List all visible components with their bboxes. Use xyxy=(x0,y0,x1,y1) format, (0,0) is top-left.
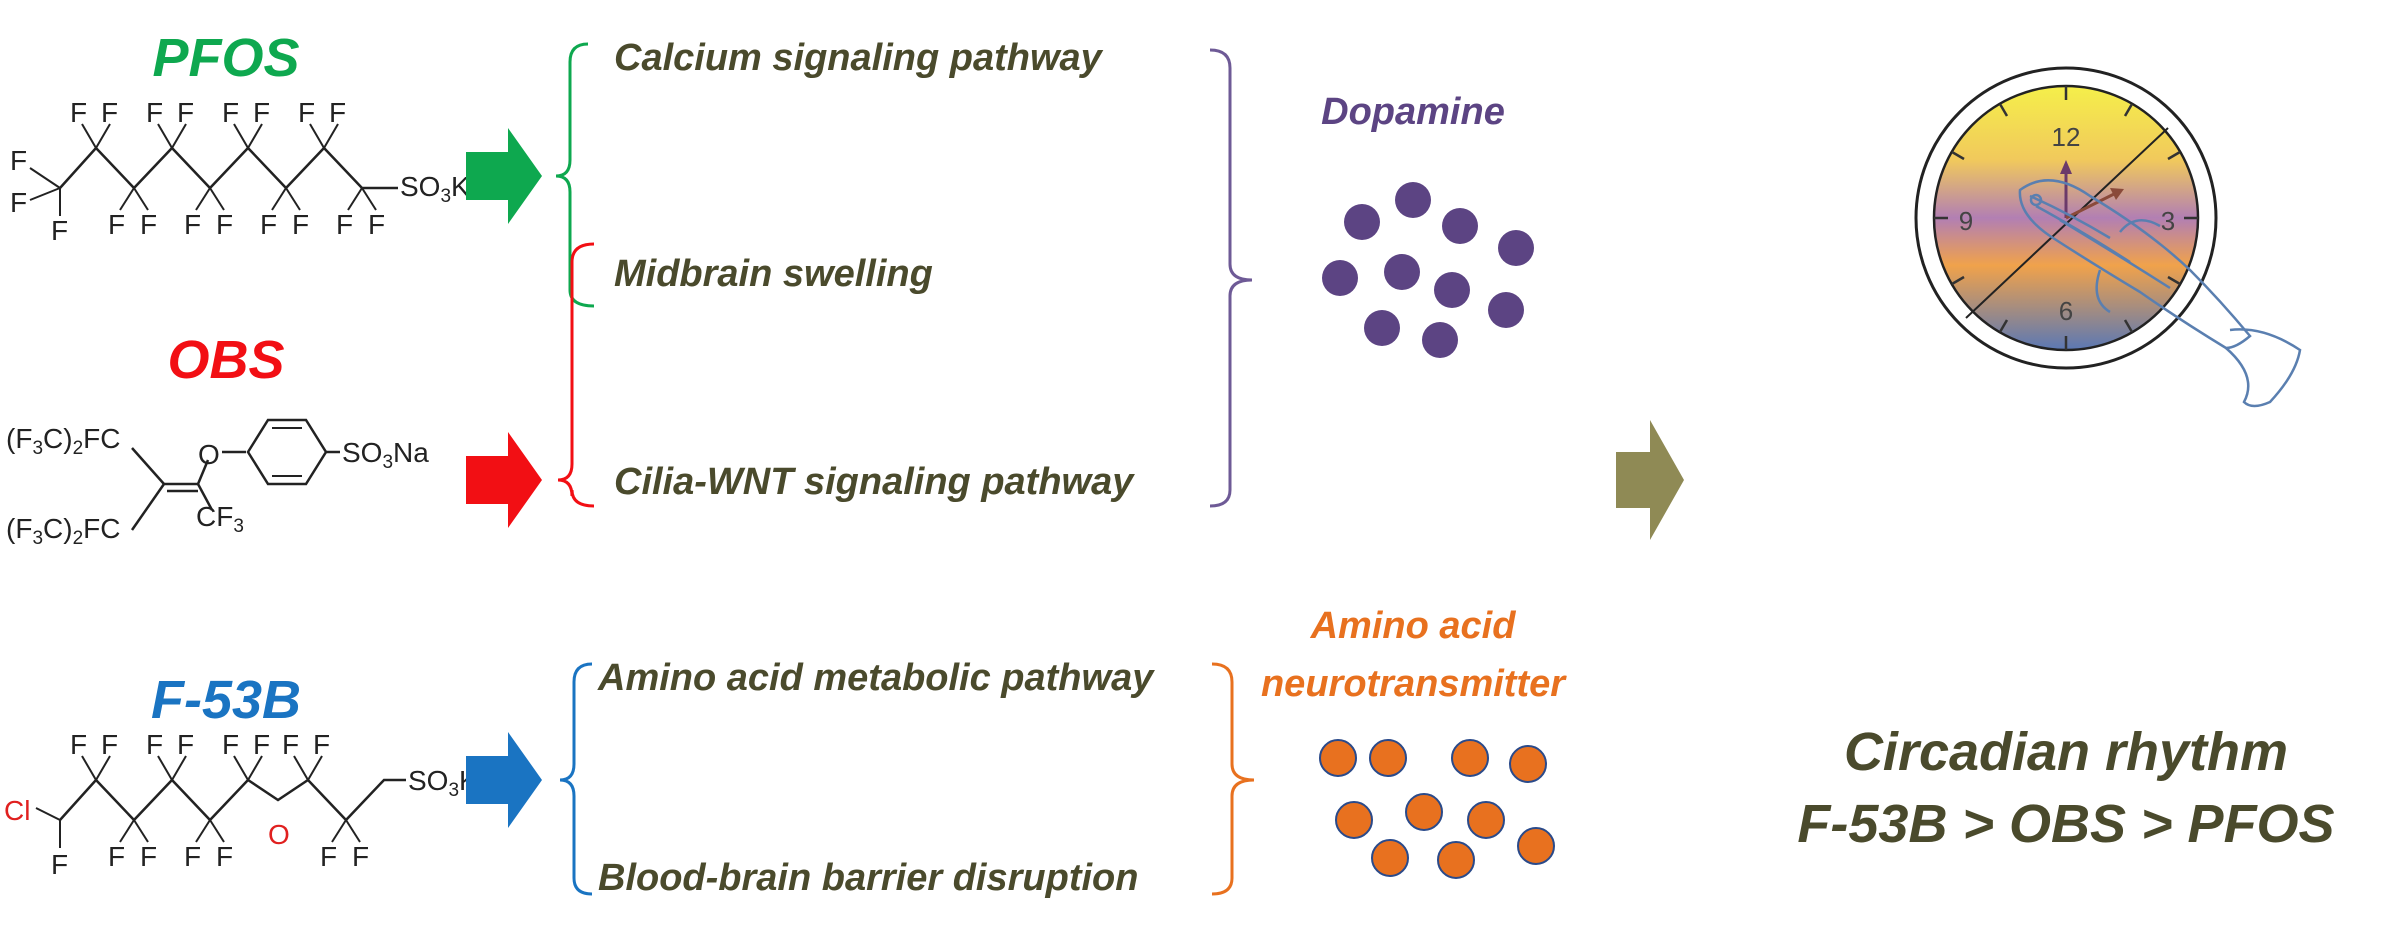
dopamine-dot xyxy=(1498,230,1534,266)
amino-bracket xyxy=(1211,662,1255,896)
dopamine-dot xyxy=(1384,254,1420,290)
dopamine-dot xyxy=(1422,322,1458,358)
clock-number-12: 12 xyxy=(2052,122,2081,152)
f53b-structure: Cl F F F F F F F F F F F O F F F F SO3K xyxy=(4,729,478,880)
svg-text:F: F xyxy=(108,209,125,240)
svg-text:F: F xyxy=(51,215,68,246)
svg-text:O: O xyxy=(268,819,290,850)
amino-label-line2: neurotransmitter xyxy=(1261,663,1567,705)
amino-dot xyxy=(1451,739,1489,777)
svg-text:F: F xyxy=(260,209,277,240)
pfos-arrow xyxy=(466,128,542,224)
pathway-amino: Amino acid metabolic pathway xyxy=(597,657,1155,699)
svg-text:F: F xyxy=(177,729,194,760)
svg-text:F: F xyxy=(282,729,299,760)
clock-number-9: 9 xyxy=(1959,206,1973,236)
svg-text:F: F xyxy=(146,729,163,760)
svg-text:F: F xyxy=(320,841,337,872)
pathway-cilia: Cilia-WNT signaling pathway xyxy=(614,461,1135,503)
svg-text:CF3: CF3 xyxy=(196,501,244,537)
f53b-arrow xyxy=(466,732,542,828)
amino-dots xyxy=(1319,739,1555,879)
svg-text:(F3C)2FC: (F3C)2FC xyxy=(6,513,120,549)
amino-dot xyxy=(1371,839,1409,877)
clock-number-6: 6 xyxy=(2059,296,2073,326)
obs-arrow xyxy=(466,432,542,528)
dopamine-dot xyxy=(1344,204,1380,240)
svg-text:F: F xyxy=(352,841,369,872)
amino-dot xyxy=(1405,793,1443,831)
svg-text:F: F xyxy=(216,209,233,240)
dopamine-dot xyxy=(1322,260,1358,296)
pathway-bracket xyxy=(1209,48,1253,508)
svg-text:F: F xyxy=(140,209,157,240)
svg-text:F: F xyxy=(222,729,239,760)
svg-text:SO3Na: SO3Na xyxy=(342,437,429,473)
svg-text:F: F xyxy=(298,97,315,128)
clock-fish-illustration: 12 3 6 9 xyxy=(1914,66,2302,408)
svg-text:F: F xyxy=(184,841,201,872)
svg-text:F: F xyxy=(313,729,330,760)
svg-text:F: F xyxy=(292,209,309,240)
svg-text:F: F xyxy=(222,97,239,128)
dopamine-dot xyxy=(1395,182,1431,218)
svg-text:SO3K: SO3K xyxy=(400,171,470,207)
dopamine-dot xyxy=(1488,292,1524,328)
svg-text:F: F xyxy=(184,209,201,240)
rhythm-arrow xyxy=(1616,420,1684,540)
svg-text:F: F xyxy=(216,841,233,872)
svg-text:F: F xyxy=(177,97,194,128)
pfos-bracket xyxy=(555,42,595,308)
amino-dot xyxy=(1509,745,1547,783)
amino-label-line1: Amino acid xyxy=(1310,605,1517,647)
obs-structure: (F3C)2FC (F3C)2FC O SO3Na CF3 xyxy=(6,418,429,549)
svg-text:F: F xyxy=(70,97,87,128)
compound-name-obs: OBS xyxy=(167,330,284,390)
svg-text:F: F xyxy=(70,729,87,760)
svg-text:F: F xyxy=(51,849,68,880)
svg-text:F: F xyxy=(10,187,27,218)
dopamine-dot xyxy=(1442,208,1478,244)
dopamine-label: Dopamine xyxy=(1321,91,1505,133)
amino-dot xyxy=(1319,739,1357,777)
dopamine-dot xyxy=(1364,310,1400,346)
svg-text:Cl: Cl xyxy=(4,795,30,826)
svg-text:F: F xyxy=(253,97,270,128)
svg-text:F: F xyxy=(329,97,346,128)
amino-dot xyxy=(1467,801,1505,839)
dopamine-dot xyxy=(1434,272,1470,308)
pfos-structure: F F F F F F F F F F F F F F F F F F F SO… xyxy=(10,97,470,246)
f53b-bracket xyxy=(559,662,593,896)
svg-text:F: F xyxy=(108,841,125,872)
svg-text:(F3C)2FC: (F3C)2FC xyxy=(6,423,120,459)
clock-number-3: 3 xyxy=(2161,206,2175,236)
compound-name-pfos: PFOS xyxy=(152,28,299,88)
amino-dot xyxy=(1517,827,1555,865)
dopamine-dots xyxy=(1322,182,1534,358)
amino-dot xyxy=(1369,739,1407,777)
compound-name-f53b: F-53B xyxy=(151,670,301,730)
svg-text:F: F xyxy=(10,145,27,176)
pathway-calcium: Calcium signaling pathway xyxy=(614,37,1104,79)
obs-bracket xyxy=(557,242,595,508)
svg-text:O: O xyxy=(198,439,220,470)
svg-text:F: F xyxy=(146,97,163,128)
conclusion-line1: Circadian rhythm xyxy=(1844,722,2288,782)
svg-text:F: F xyxy=(336,209,353,240)
amino-dot xyxy=(1437,841,1475,879)
svg-text:F: F xyxy=(101,729,118,760)
svg-text:F: F xyxy=(368,209,385,240)
conclusion-line2: F-53B > OBS > PFOS xyxy=(1797,794,2334,854)
pathway-bbb: Blood-brain barrier disruption xyxy=(598,857,1138,899)
svg-text:F: F xyxy=(140,841,157,872)
svg-text:F: F xyxy=(101,97,118,128)
pathway-midbrain: Midbrain swelling xyxy=(614,253,933,295)
amino-dot xyxy=(1335,801,1373,839)
svg-text:F: F xyxy=(253,729,270,760)
